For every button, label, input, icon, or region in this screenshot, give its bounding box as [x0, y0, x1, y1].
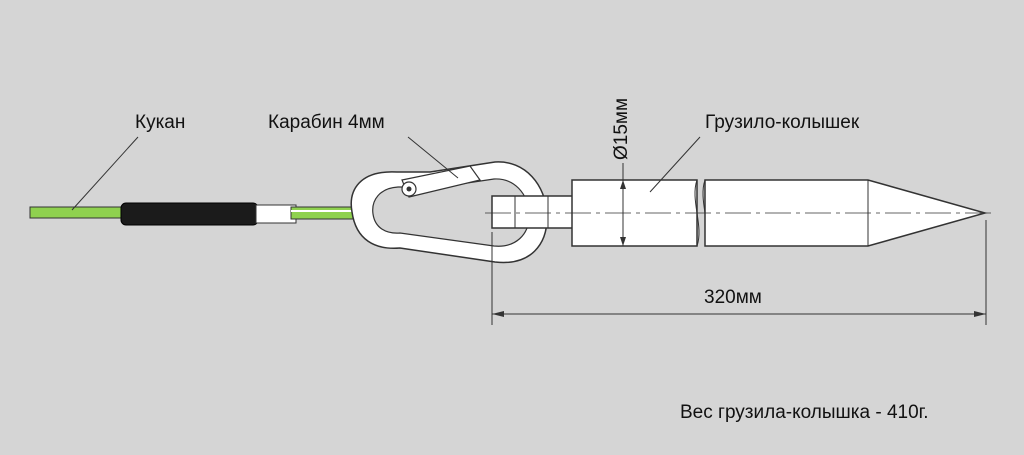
diameter-dimension [620, 163, 626, 246]
diameter-label: Ø15мм [611, 97, 633, 161]
leash-sleeve [120, 202, 259, 226]
leash-cord [29, 206, 126, 219]
carabiner [350, 161, 548, 264]
leash-leader-line [71, 136, 139, 211]
weight-note: Вес грузила-колышка - 410г. [680, 402, 929, 423]
carabiner-label: Карабин 4мм [268, 112, 385, 133]
length-label: 320мм [704, 287, 762, 308]
length-dimension [491, 220, 987, 325]
weight-label: Грузило-колышек [705, 112, 860, 133]
weight-leader-line [649, 136, 701, 193]
leash-tube [255, 204, 297, 224]
carabiner-leader-line [407, 136, 459, 179]
leash-label: Кукан [135, 112, 186, 133]
peg-weight [485, 179, 995, 247]
